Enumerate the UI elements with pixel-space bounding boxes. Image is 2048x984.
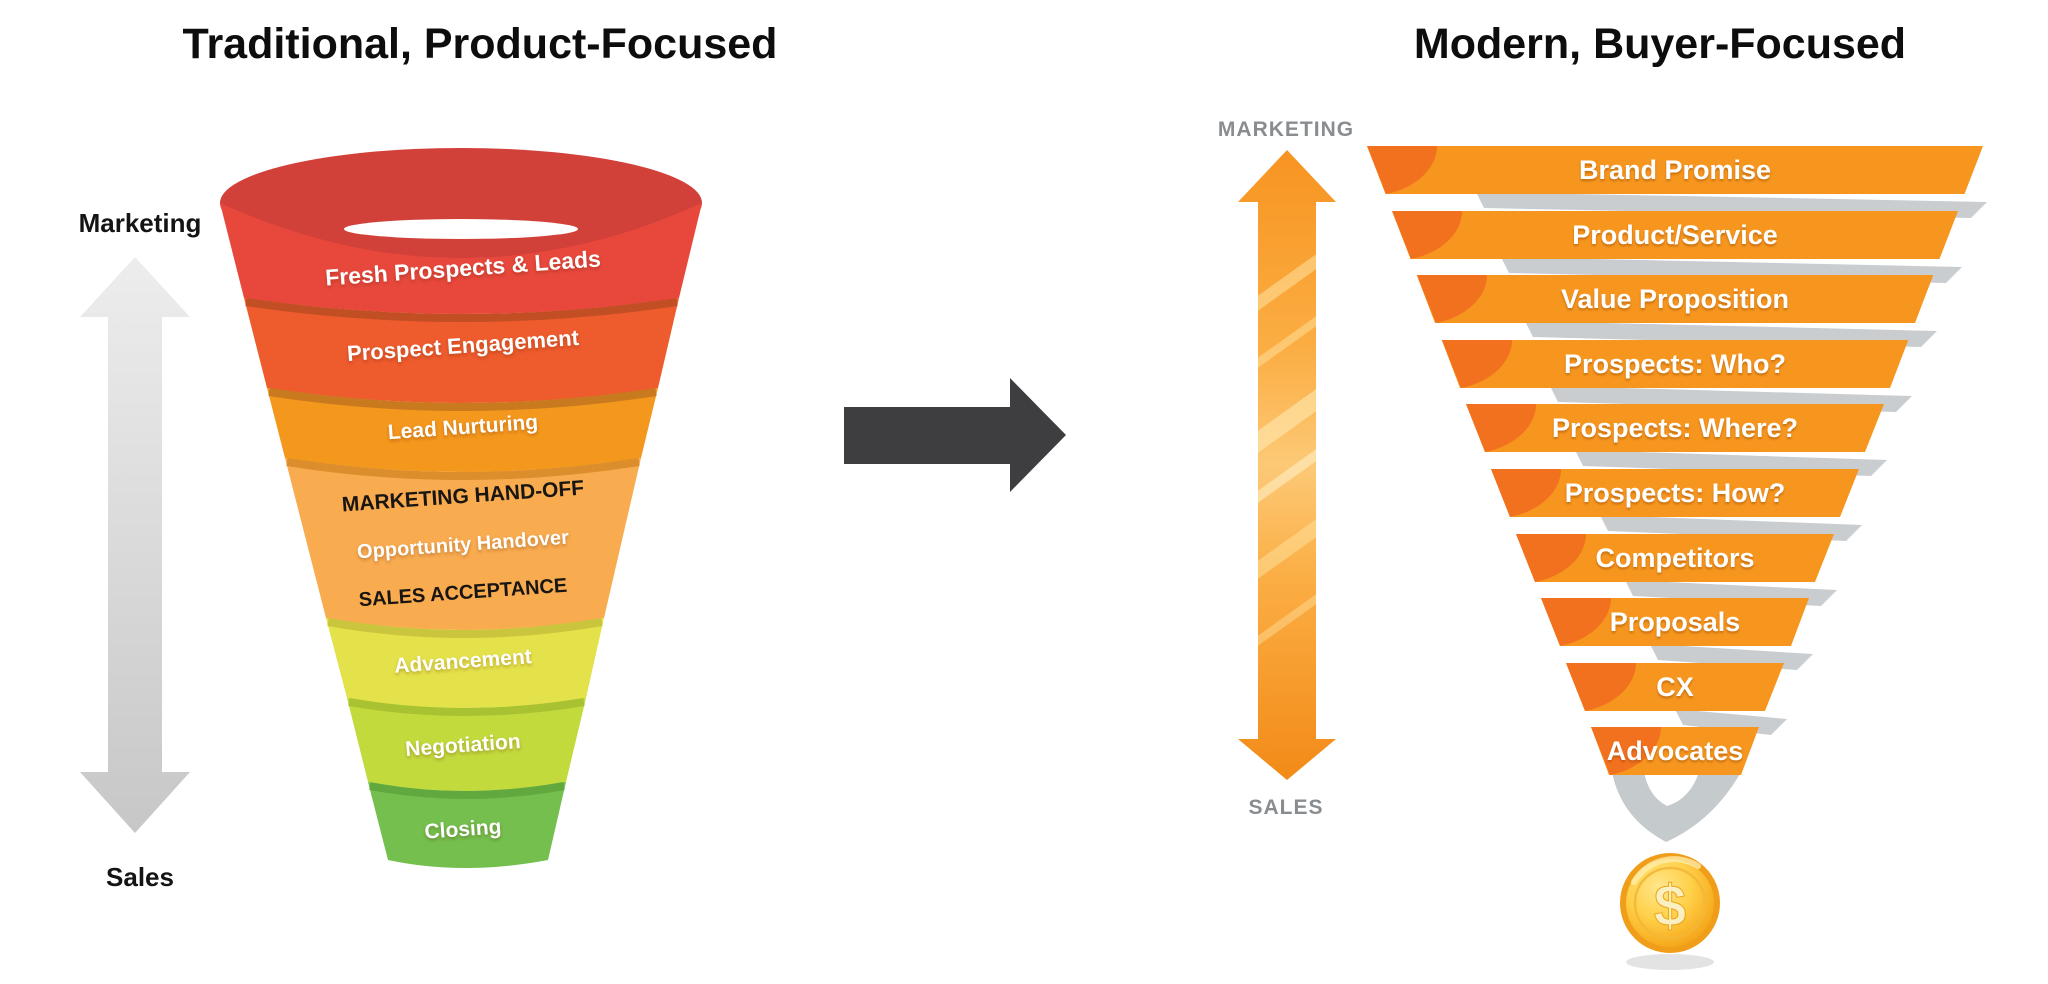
- right-funnel-band: [1367, 146, 1983, 194]
- transition-arrow-icon: [844, 378, 1066, 492]
- left-funnel-segment-prospect-engagement: [244, 298, 679, 403]
- right-funnel-band: [1491, 469, 1859, 517]
- right-funnel-shadows: [1476, 192, 1987, 735]
- right-funnel-band: [1466, 404, 1884, 452]
- left-axis-double-arrow-icon: [80, 257, 190, 833]
- money-coin-icon: $: [1620, 853, 1720, 970]
- right-stage-competitors-label: Competitors: [1595, 543, 1755, 573]
- left-funnel-segment-lead-nurturing: [267, 388, 658, 472]
- left-funnel-rim-top: [220, 148, 702, 258]
- right-stage-prospects-where-label: Prospects: Where?: [1551, 413, 1799, 443]
- left-funnel-seams: [245, 298, 678, 799]
- right-funnel-band: [1441, 340, 1909, 388]
- right-axis-arrow-stripes: [1238, 240, 1336, 660]
- right-funnel-band: [1516, 534, 1834, 582]
- right-stage-prospects-how-label: Prospects: How?: [1564, 478, 1786, 508]
- right-stage-value-proposition-label: Value Proposition: [1560, 284, 1790, 314]
- right-stage-product-service-label: Product/Service: [1572, 220, 1778, 250]
- right-title: Modern, Buyer-Focused: [1413, 20, 1907, 68]
- left-axis-top-label: Marketing: [78, 208, 202, 238]
- right-axis-double-arrow-icon: [1238, 150, 1336, 780]
- right-funnel-band-accents: [1367, 146, 1661, 775]
- left-funnel-segment-handoff: [285, 458, 641, 630]
- right-funnel-bands: [1367, 146, 1983, 775]
- right-funnel-spout: [1612, 772, 1741, 842]
- right-stage-proposals-label: Proposals: [1609, 607, 1741, 637]
- right-stage-advocates-label: Advocates: [1606, 736, 1744, 766]
- left-funnel-segment-fresh-prospects: [220, 203, 702, 314]
- left-funnel-segment-closing: [368, 782, 566, 868]
- coin-dollar-glyph: $: [1654, 874, 1686, 939]
- left-axis-bottom-label: Sales: [106, 862, 174, 892]
- right-stage-prospects-who-label: Prospects: Who?: [1563, 349, 1786, 379]
- right-funnel-band: [1392, 211, 1958, 259]
- right-axis-bottom-label: SALES: [1248, 796, 1324, 819]
- left-funnel: [220, 148, 702, 868]
- right-stage-brand-promise-label: Brand Promise: [1578, 155, 1772, 185]
- right-funnel-band: [1416, 275, 1934, 323]
- left-funnel-opening: [344, 219, 578, 239]
- left-funnel-segment-advancement: [326, 618, 604, 708]
- left-funnel-segment-negotiation: [347, 698, 586, 791]
- right-stage-cx-label: CX: [1656, 672, 1694, 702]
- right-axis-top-label: MARKETING: [1217, 118, 1355, 141]
- left-title: Traditional, Product-Focused: [182, 20, 778, 68]
